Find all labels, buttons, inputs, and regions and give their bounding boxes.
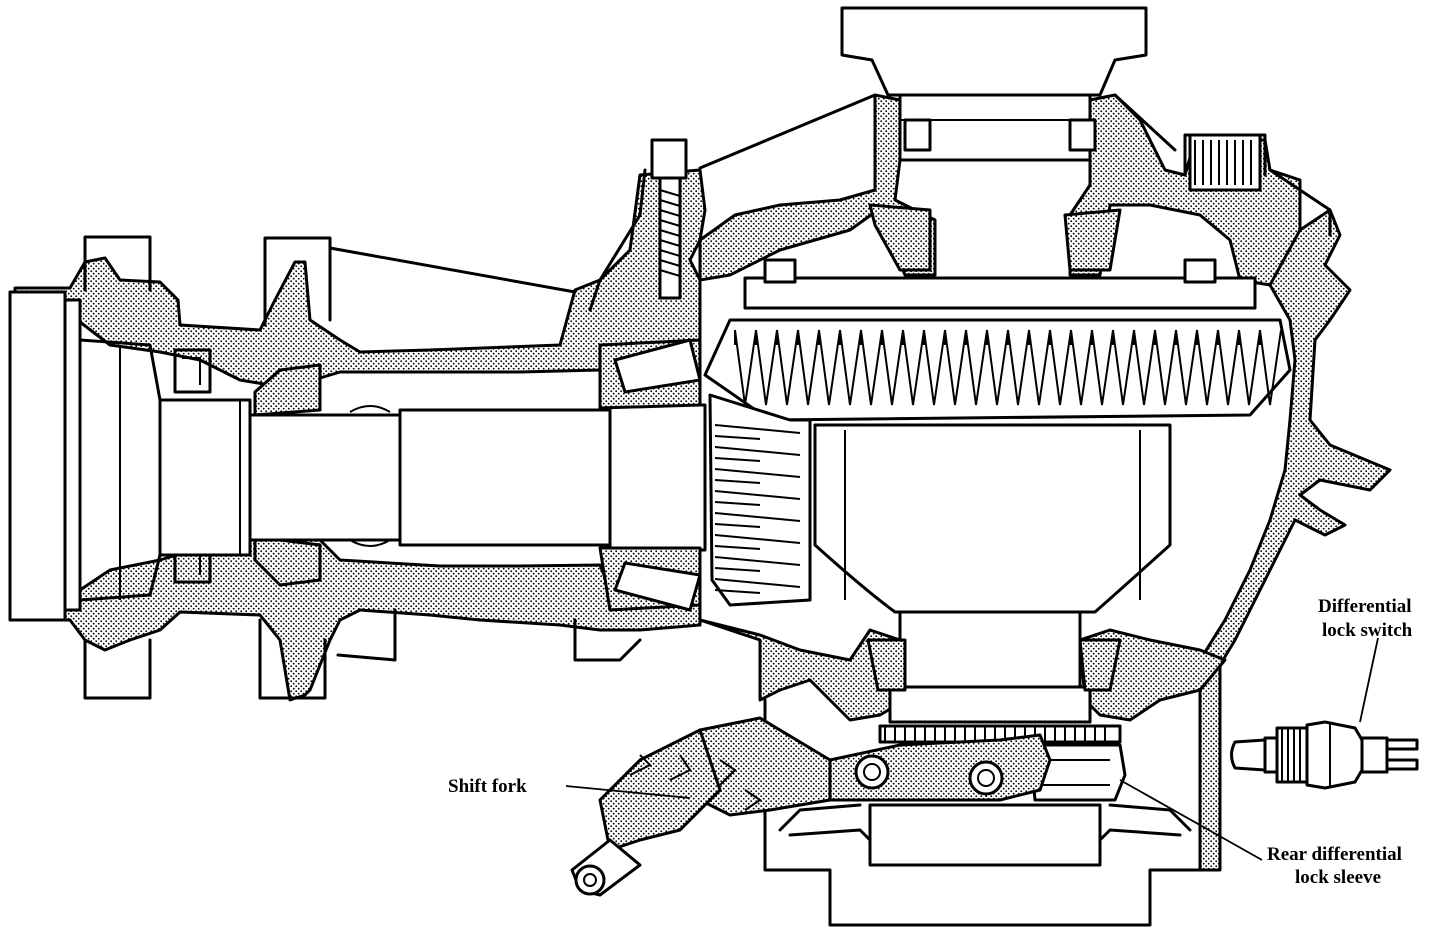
ring-gear-tooth: [902, 329, 925, 406]
pinion-gear-tooth: [714, 512, 801, 528]
side-bearings: [763, 118, 1217, 692]
ring-gear-tooth: [1112, 329, 1135, 406]
ring-gear-tooth: [860, 329, 883, 406]
breather-plug: [1188, 133, 1262, 192]
leader-shift-fork: [565, 785, 691, 799]
ring-gear-tooth: [1028, 329, 1051, 406]
differential-lock-switch: [1230, 720, 1419, 790]
ring-gear-tooth: [1070, 329, 1093, 406]
housing-bolt: [650, 138, 688, 300]
ring-gear-tooth: [1217, 329, 1240, 406]
carrier-housing: [13, 93, 1392, 872]
pinion-shaft: [158, 398, 707, 557]
pinion-gear-tooth: [714, 468, 801, 484]
label-rear-sleeve-2: lock sleeve: [1295, 867, 1381, 888]
pinion-gear-tooth: [714, 490, 801, 506]
ring-gear-tooth: [944, 329, 967, 406]
pinion-gear-tooth: [714, 446, 801, 462]
ring-gear-tooth: [776, 329, 799, 406]
housing-outline: [83, 93, 1332, 927]
ring-gear-tooth: [1175, 329, 1198, 406]
ring-gear-tooth: [797, 329, 820, 406]
callout-labels: Differential lock switch Shift fork Rear…: [448, 596, 1413, 888]
ring-gear-tooth: [1154, 329, 1177, 406]
pinion-gear-tooth: [714, 578, 801, 594]
ring-gear-tooth: [1196, 329, 1219, 406]
ring-gear-tooth: [986, 329, 1009, 406]
ring-gear-tooth: [965, 329, 988, 406]
label-diff-lock-switch-1: Differential: [1318, 596, 1412, 617]
ring-gear-tooth: [1091, 329, 1114, 406]
ring-gear-tooth: [923, 329, 946, 406]
leader-diff-lock-switch: [1359, 637, 1379, 723]
ring-gear-tooth: [1133, 329, 1156, 406]
ring-gear-tooth: [881, 329, 904, 406]
pinion-bearings: [253, 338, 702, 612]
ring-gear-tooth: [1259, 329, 1282, 406]
leader-lines: [565, 637, 1379, 861]
pinion-gear-tooth: [714, 534, 801, 550]
ring-gear-tooth: [1049, 329, 1072, 406]
top-output-flange: [840, 6, 1148, 162]
label-shift-fork: Shift fork: [448, 776, 527, 797]
differential-case: [813, 423, 1172, 724]
ring-gear-tooth: [755, 329, 778, 406]
input-flange: [8, 290, 212, 622]
ring-gear-tooth: [1007, 329, 1030, 406]
ring-gear-tooth: [818, 329, 841, 406]
ring-gear-tooth: [1238, 329, 1261, 406]
leader-rear-sleeve: [1119, 779, 1263, 861]
label-diff-lock-switch-2: lock switch: [1322, 620, 1413, 641]
ring-gear: [703, 276, 1292, 607]
ring-gear-tooth: [839, 329, 862, 406]
label-rear-sleeve-1: Rear differential: [1267, 844, 1402, 865]
lock-mechanism: [570, 716, 1127, 897]
pinion-gear-tooth: [714, 556, 801, 572]
pinion-gear-tooth: [714, 424, 801, 440]
